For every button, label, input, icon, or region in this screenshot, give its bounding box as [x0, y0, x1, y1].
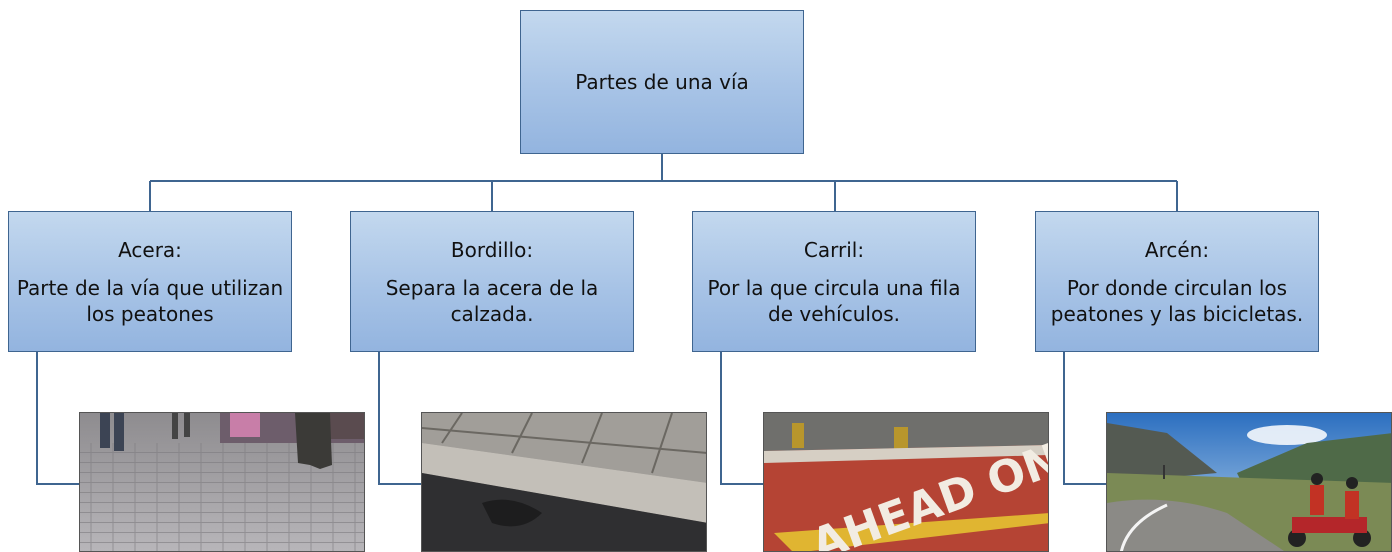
sidewalk-photo [79, 412, 365, 552]
node-description: Parte de la vía que utilizan los peatone… [16, 275, 284, 326]
node-carril: Carril: Por la que circula una fila de v… [692, 211, 976, 352]
root-label: Partes de una vía [575, 70, 749, 94]
node-title: Acera: [118, 237, 182, 262]
node-description: Por donde circulan los peatones y las bi… [1050, 275, 1304, 326]
node-title: Bordillo: [450, 237, 534, 262]
node-arcen: Arcén: Por donde circulan los peatones y… [1035, 211, 1319, 352]
node-title: Arcén: [1144, 237, 1210, 262]
node-bordillo: Bordillo: Separa la acera de la calzada. [350, 211, 634, 352]
node-description: Por la que circula una fila de vehículos… [707, 275, 961, 326]
curb-photo [421, 412, 707, 552]
node-acera: Acera: Parte de la vía que utilizan los … [8, 211, 292, 352]
shoulder-photo [1106, 412, 1392, 552]
node-description: Separa la acera de la calzada. [385, 275, 599, 326]
node-title: Carril: [803, 237, 865, 262]
lane-photo: AHEAD ONLY [763, 412, 1049, 552]
root-node: Partes de una vía [520, 10, 804, 154]
